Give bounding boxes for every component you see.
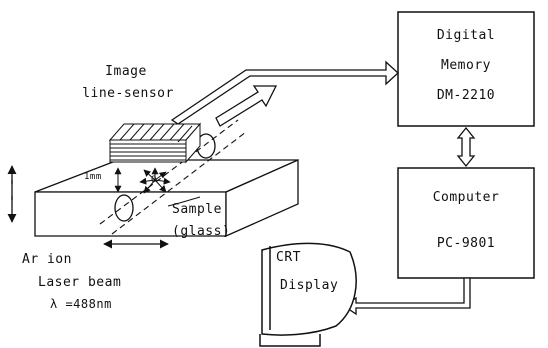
sensor-to-memory-arrow (170, 60, 399, 125)
computer-box (397, 167, 535, 279)
scattering-rays (139, 167, 171, 194)
computer-to-crt-arrow (342, 277, 471, 316)
crt-label-line1: CRT (276, 250, 301, 265)
laser-label-line1: Ar ion (22, 252, 72, 267)
beam-direction-arrow (215, 85, 278, 127)
crt-label-line2: Display (280, 278, 339, 293)
thickness-label: 1mm (84, 172, 102, 182)
beam-entry-ellipse (114, 194, 134, 222)
image-sensor-label-line2: line-sensor (82, 86, 174, 101)
sample-label-line2: (glass) (172, 224, 231, 239)
memory-label-line2: Memory (441, 58, 491, 73)
crt-display (259, 242, 357, 347)
sample-glass-slab (34, 158, 299, 238)
laser-beam-path (99, 119, 247, 235)
line-sensor-array (108, 122, 202, 164)
sample-label-line1: Sample (172, 202, 222, 217)
memory-label-line3: DM-2210 (436, 88, 496, 103)
digital-memory-box (397, 11, 535, 127)
computer-label-line1: Computer (432, 190, 500, 205)
memory-computer-link-arrow (456, 126, 476, 168)
laser-label-line2: Laser beam (38, 275, 122, 290)
sample-pointer (167, 196, 201, 207)
wavelength-label: λ =488nm (50, 297, 112, 311)
image-sensor-label-line1: Image (105, 64, 147, 79)
computer-label-line2: PC-9801 (436, 236, 496, 251)
memory-label-line1: Digital (436, 28, 496, 43)
scattering-origin-label: O (151, 175, 157, 185)
